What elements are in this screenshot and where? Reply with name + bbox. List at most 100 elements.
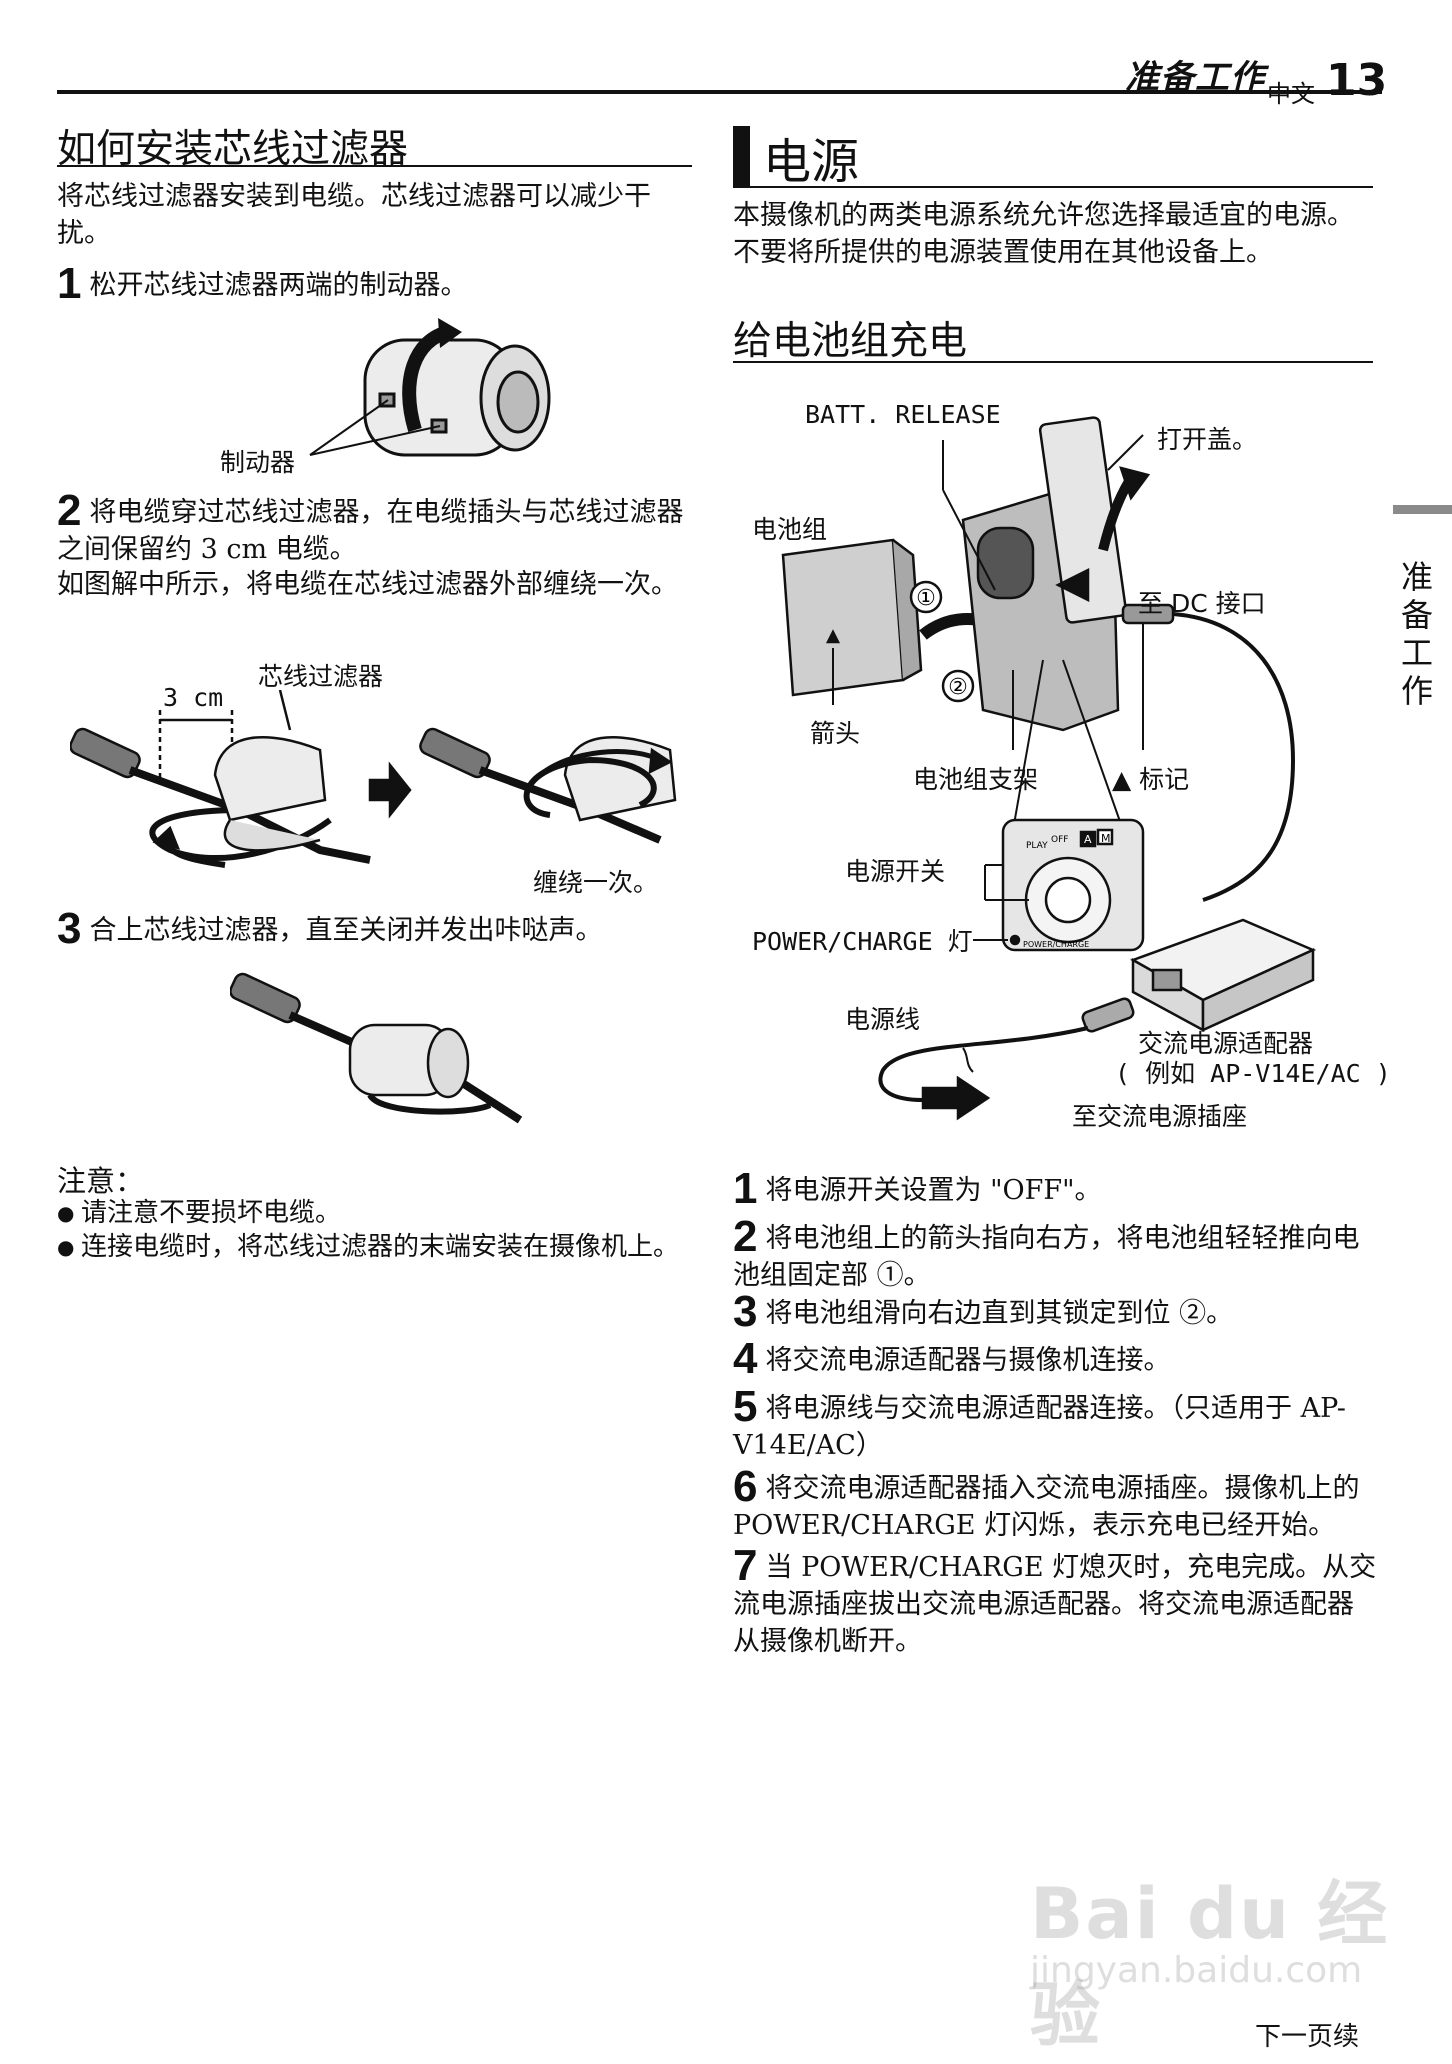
leader-line [1107,434,1144,471]
arrow-label: 箭头 [810,719,861,748]
note-list: 请注意不要损坏电缆。 连接电缆时，将芯线过滤器的末端安装在摄像机上。 [57,1196,697,1264]
ac-adapter-label: 交流电源适配器 [1138,1029,1314,1058]
continued-next-page: 下一页续 [1255,2022,1360,2052]
curved-arrow-icon [402,325,451,433]
ac-inlet [1151,968,1183,992]
left-step-2-extra: 如图解中所示，将电缆在芯线过滤器外部缠绕一次。 [57,569,678,600]
section-marker-bar [733,126,750,186]
side-tab-label: 准备工作 [1396,560,1434,712]
step-number: 2 [57,486,82,535]
leader-line [278,690,292,731]
left-intro: 将芯线过滤器安装到电缆。芯线过滤器可以减少干扰。 [57,181,651,249]
power-switch-label: 电源开关 [845,857,946,886]
to-dc-label: 至 DC 接口 [1138,589,1266,618]
to-outlet-label: 至交流电源插座 [1072,1102,1248,1131]
dial-play-label: PLAY [1026,841,1048,851]
note-title: 注意： [57,1164,145,1198]
step-number: 2 [733,1212,758,1261]
step-text: 将电池组上的箭头指向右方，将电池组轻轻推向电池组固定部 ①。 [733,1223,1360,1291]
power-cord-plug [1081,997,1135,1033]
battery-side [892,539,923,682]
note-item: 连接电缆时，将芯线过滤器的末端安装在摄像机上。 [57,1230,697,1264]
step-text: 当 POWER/CHARGE 灯熄灭时，充电完成。从交流电源插座拔出交流电源适配… [733,1552,1377,1657]
cable-plug [419,727,491,779]
header-language: 中文 [1267,80,1315,108]
battery-pack-illustration [781,538,905,697]
dial-off-label: OFF [1051,835,1068,845]
left-section-title: 如何安装芯线过滤器 [57,127,409,172]
right-title-rule [733,186,1373,188]
charge-lamp-label: POWER/CHARGE 灯 [752,927,973,956]
wrap-arrow-head-icon [152,825,181,850]
circle-2-label: ② [948,675,968,700]
core-filter-half [223,819,321,852]
step-text: 将交流电源适配器插入交流电源插座。摄像机上的 POWER/CHARGE 灯闪烁，… [733,1473,1360,1541]
camcorder-viewfinder [976,526,1035,600]
dial-a-box [1079,830,1097,848]
step-text: 将电池组滑向右边直到其锁定到位 ②。 [765,1298,1234,1329]
dc-cable [1172,612,1296,902]
power-dial-center [1044,876,1092,924]
zoom-line [1062,659,1124,831]
power-cord [878,1026,1089,1102]
step-number: 7 [733,1541,758,1590]
step-text: 松开芯线过滤器两端的制动器。 [89,270,468,301]
right-section-title: 电源 [763,134,860,190]
ac-adapter-side [1201,948,1315,1032]
side-tab-bar [1393,505,1452,514]
dc-arrow-icon [1055,567,1090,603]
wrap-once-label: 缠绕一次。 [533,868,659,897]
core-filter-illustration [363,338,551,457]
battery-arrow-icon [825,629,841,644]
cord-break-mark [962,1047,974,1073]
dial-m-label: M [1101,832,1111,845]
cable-wrap-loop [523,756,657,818]
step-text: 将交流电源适配器与摄像机连接。 [765,1345,1171,1376]
dial-a-label: A [1084,833,1092,846]
right-intro: 本摄像机的两类电源系统允许您选择最适宜的电源。不要将所提供的电源装置使用在其他设… [733,200,1354,268]
cable-loop [367,1093,492,1115]
circle-2-icon [941,669,975,703]
page-number: 13 [1326,55,1388,106]
charge-lamp-icon [1009,934,1021,946]
cable-wrap-figure [70,690,677,868]
step-text: 将电源开关设置为 "OFF"。 [765,1175,1102,1206]
outlet-arrow-icon [921,1075,991,1121]
baidu-watermark-url: jingyan.baidu.com [1030,1950,1363,1991]
left-title-rule [57,165,692,167]
step-number: 6 [733,1462,758,1511]
right-subtitle: 给电池组充电 [733,319,968,364]
step-number: 5 [733,1382,758,1431]
step-number: 4 [733,1334,758,1383]
step-text: 合上芯线过滤器，直至关闭并发出咔哒声。 [89,915,603,946]
header-rule [57,90,1382,94]
right-subtitle-rule [733,361,1373,363]
baidu-watermark-logo: Bai du 经验 [1030,1873,1390,2056]
open-cover-label: 打开盖。 [1157,425,1258,454]
core-filter-label: 芯线过滤器 [258,662,384,691]
leader-line [942,489,996,591]
three-cm-label: 3 cm [163,683,224,712]
battery-pack-label: 电池组 [752,515,828,544]
step-number: 3 [57,904,82,953]
arrow-head-icon [438,318,462,348]
circle-1-label: ① [916,586,936,611]
step-number: 3 [733,1287,758,1336]
dial-pc-label: POWER/CHARGE [1023,940,1089,949]
step-text: 将电源线与交流电源适配器连接。（只适用于 AP-V14E/AC） [733,1393,1346,1461]
open-cover-arrow-head-icon [1119,466,1151,501]
power-cord-label: 电源线 [845,1005,921,1034]
cable-plug [70,727,141,779]
cable-plug [230,972,301,1024]
cable [128,766,371,864]
leader-line [309,425,441,456]
ac-adapter-example-label: ( 例如 AP-V14E/AC ) [1115,1059,1391,1088]
core-filter-open-figure [309,318,551,457]
